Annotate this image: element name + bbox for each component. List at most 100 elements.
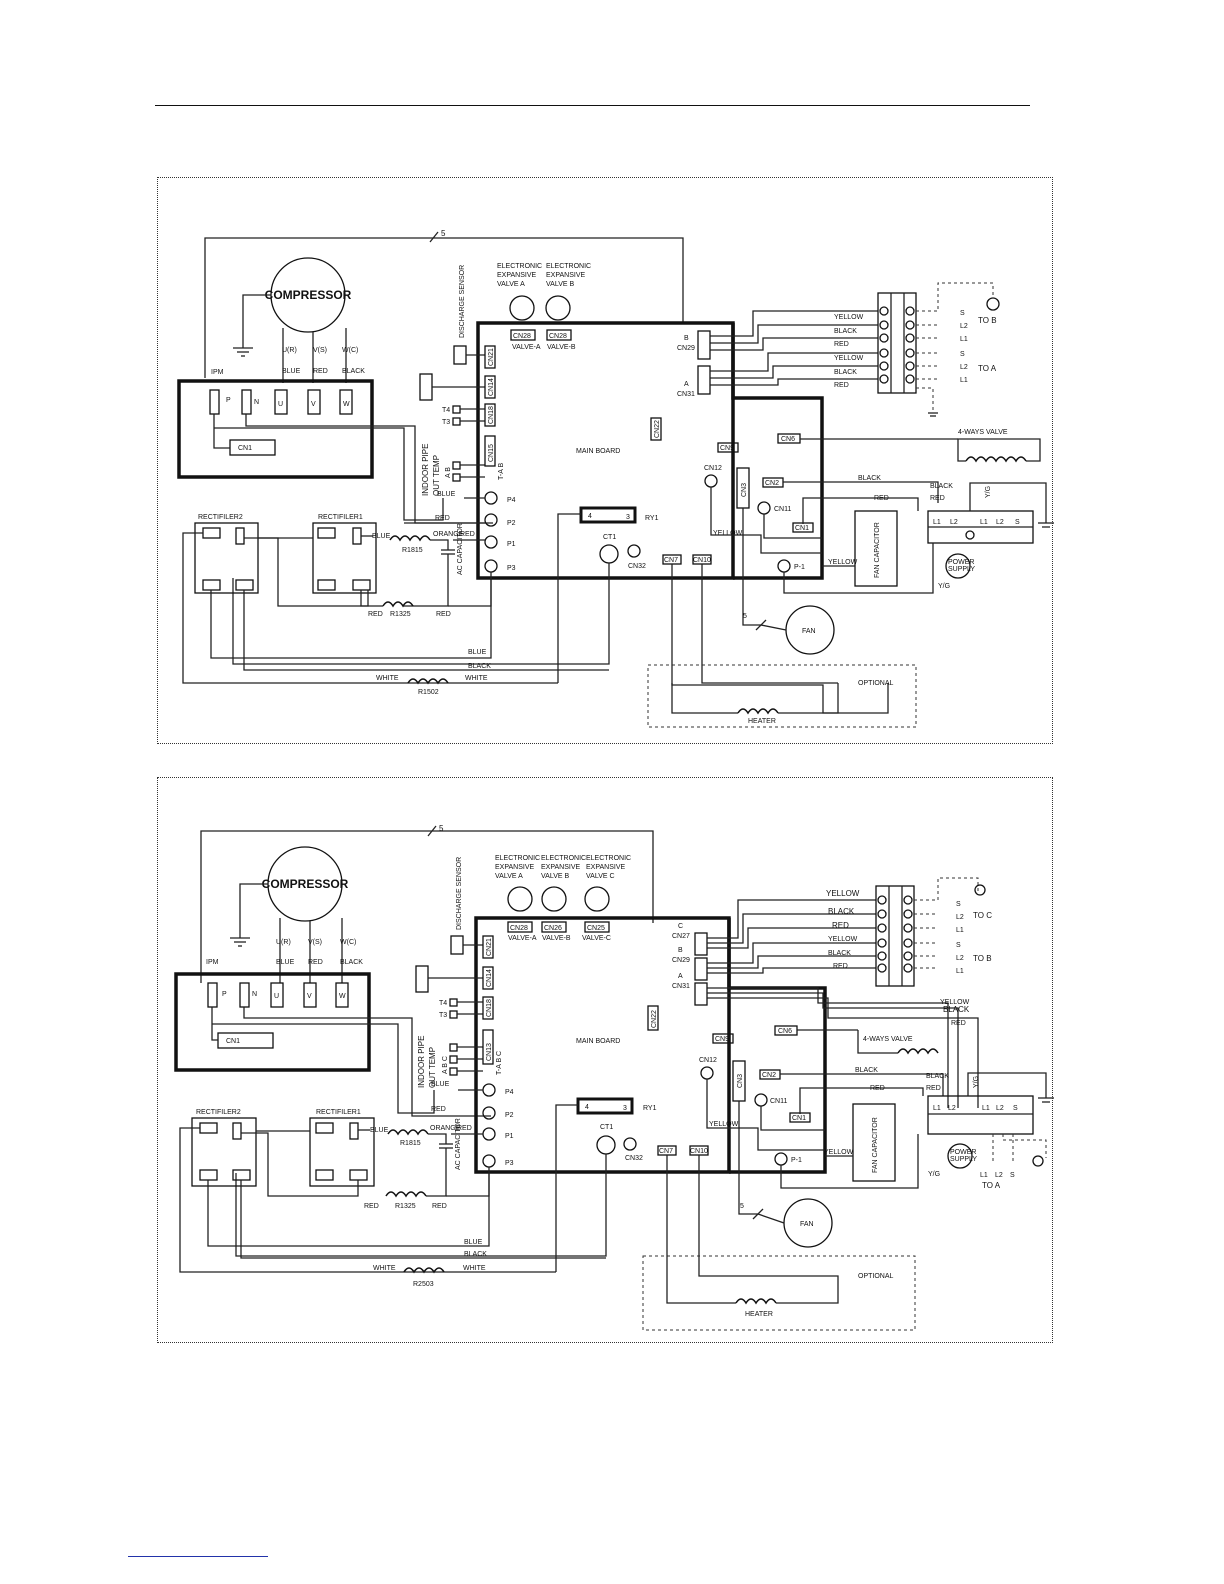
svg-text:TO A: TO A [982,1181,1001,1190]
svg-text:BLUE: BLUE [370,1127,389,1134]
svg-text:CN18: CN18 [488,406,495,424]
svg-text:4-WAYS VALVE: 4-WAYS VALVE [863,1036,913,1043]
svg-text:N: N [252,991,257,998]
svg-text:FAN CAPACITOR: FAN CAPACITOR [874,522,881,578]
svg-text:VALVE A: VALVE A [495,873,523,880]
svg-text:CN1: CN1 [795,525,809,532]
bus-count: 5 [441,229,446,238]
svg-text:BLUE: BLUE [437,491,456,498]
svg-text:BLACK: BLACK [858,475,881,482]
svg-text:RED: RED [926,1085,941,1092]
svg-text:RED: RED [457,1125,472,1132]
svg-text:RED: RED [870,1085,885,1092]
svg-text:P3: P3 [505,1160,514,1167]
svg-text:EXPANSIVE: EXPANSIVE [546,272,585,279]
svg-text:S: S [1013,1105,1018,1112]
svg-text:R1502: R1502 [418,689,439,696]
svg-text:CT1: CT1 [600,1124,613,1131]
svg-text:BLACK: BLACK [340,959,363,966]
svg-text:WHITE: WHITE [463,1265,486,1272]
svg-text:VALVE-B: VALVE-B [542,935,571,942]
svg-text:YELLOW: YELLOW [828,936,858,943]
svg-text:WHITE: WHITE [376,675,399,682]
svg-text:CN2: CN2 [762,1072,776,1079]
svg-text:BLACK: BLACK [468,663,491,670]
svg-text:COMPRESSOR: COMPRESSOR [262,877,349,891]
valve-a-title-1: ELECTRONIC [497,263,542,270]
svg-text:CN29: CN29 [677,345,695,352]
svg-text:CN28: CN28 [549,333,567,340]
svg-text:RECTIFILER2: RECTIFILER2 [198,514,243,521]
svg-text:BLACK: BLACK [834,328,857,335]
svg-text:A: A [684,381,689,388]
svg-text:B: B [678,947,683,954]
svg-text:CN25: CN25 [587,925,605,932]
svg-text:BLACK: BLACK [930,483,953,490]
svg-text:OPTIONAL: OPTIONAL [858,680,894,687]
svg-text:4-WAYS VALVE: 4-WAYS VALVE [958,429,1008,436]
svg-text:CN11: CN11 [770,1098,787,1105]
wiring-diagram-1-svg: 5 COMPRESSOR U(R) V(S) W(C) BLUE RED BLA… [177,229,1054,728]
svg-text:EXPANSIVE: EXPANSIVE [541,864,580,871]
svg-text:CN10: CN10 [690,1148,708,1155]
svg-text:L2: L2 [995,1172,1003,1179]
svg-text:OUT TEMP: OUT TEMP [432,455,441,496]
svg-text:BLUE: BLUE [468,649,487,656]
svg-text:RECTIFILER1: RECTIFILER1 [316,1109,361,1116]
svg-text:S: S [1015,519,1020,526]
svg-text:YELLOW: YELLOW [824,1149,854,1156]
svg-text:R1815: R1815 [400,1140,421,1147]
svg-text:L2: L2 [996,519,1004,526]
svg-text:ELECTRONIC: ELECTRONIC [541,855,586,862]
svg-text:4: 4 [585,1104,589,1111]
svg-text:MAIN BOARD: MAIN BOARD [576,1038,620,1045]
svg-text:L1: L1 [980,519,988,526]
svg-text:S: S [960,351,965,358]
fan-capacitor-2 [852,1103,896,1182]
svg-text:SUPPLY: SUPPLY [950,1156,977,1163]
svg-text:EXPANSIVE: EXPANSIVE [495,864,534,871]
svg-text:BLUE: BLUE [431,1081,450,1088]
svg-text:L2: L2 [956,955,964,962]
wiring-diagram-2-svg: 5 COMPRESSOR U(R) V(S) W(C) BLUE RED BLA… [174,824,1054,1331]
svg-text:CN15: CN15 [488,444,495,462]
svg-text:CN32: CN32 [628,563,646,570]
svg-text:CN11: CN11 [774,506,791,513]
main-board [476,321,735,580]
svg-text:RED: RED [436,611,451,618]
valve-b-title-1: ELECTRONIC [546,263,591,270]
svg-text:CN1: CN1 [792,1115,806,1122]
svg-text:RECTIFILER2: RECTIFILER2 [196,1109,241,1116]
svg-text:P: P [226,397,231,404]
svg-text:CN22: CN22 [651,1010,658,1028]
svg-text:BLACK: BLACK [464,1251,487,1258]
svg-text:VALVE B: VALVE B [541,873,569,880]
terminal-block-ab [877,292,917,394]
svg-text:VALVE-C: VALVE-C [582,935,611,942]
svg-text:WHITE: WHITE [373,1265,396,1272]
svg-text:P3: P3 [507,565,516,572]
svg-text:Y/G: Y/G [985,486,992,498]
svg-text:CN2: CN2 [765,480,779,487]
svg-text:POWER: POWER [948,559,974,566]
terminal-block-cb [875,885,915,987]
svg-text:L1: L1 [980,1172,988,1179]
svg-text:V(S): V(S) [308,939,322,946]
svg-text:BLACK: BLACK [834,369,857,376]
svg-text:S: S [1010,1172,1015,1179]
svg-text:BLACK: BLACK [828,907,855,916]
svg-text:VALVE A: VALVE A [497,281,525,288]
optional-box [647,664,917,728]
phase-w: W(C) [342,347,358,354]
svg-text:A: A [678,973,683,980]
svg-text:3: 3 [626,514,630,521]
svg-text:CN32: CN32 [625,1155,643,1162]
svg-text:VALVE-A: VALVE-A [512,344,541,351]
svg-text:VALVE-A: VALVE-A [508,935,537,942]
svg-text:ELECTRONIC: ELECTRONIC [495,855,540,862]
svg-text:EXPANSIVE: EXPANSIVE [497,272,536,279]
header-rule [155,105,1030,106]
svg-text:CN21: CN21 [486,938,493,956]
footer-link-line [128,1556,268,1557]
svg-text:CN12: CN12 [699,1057,717,1064]
